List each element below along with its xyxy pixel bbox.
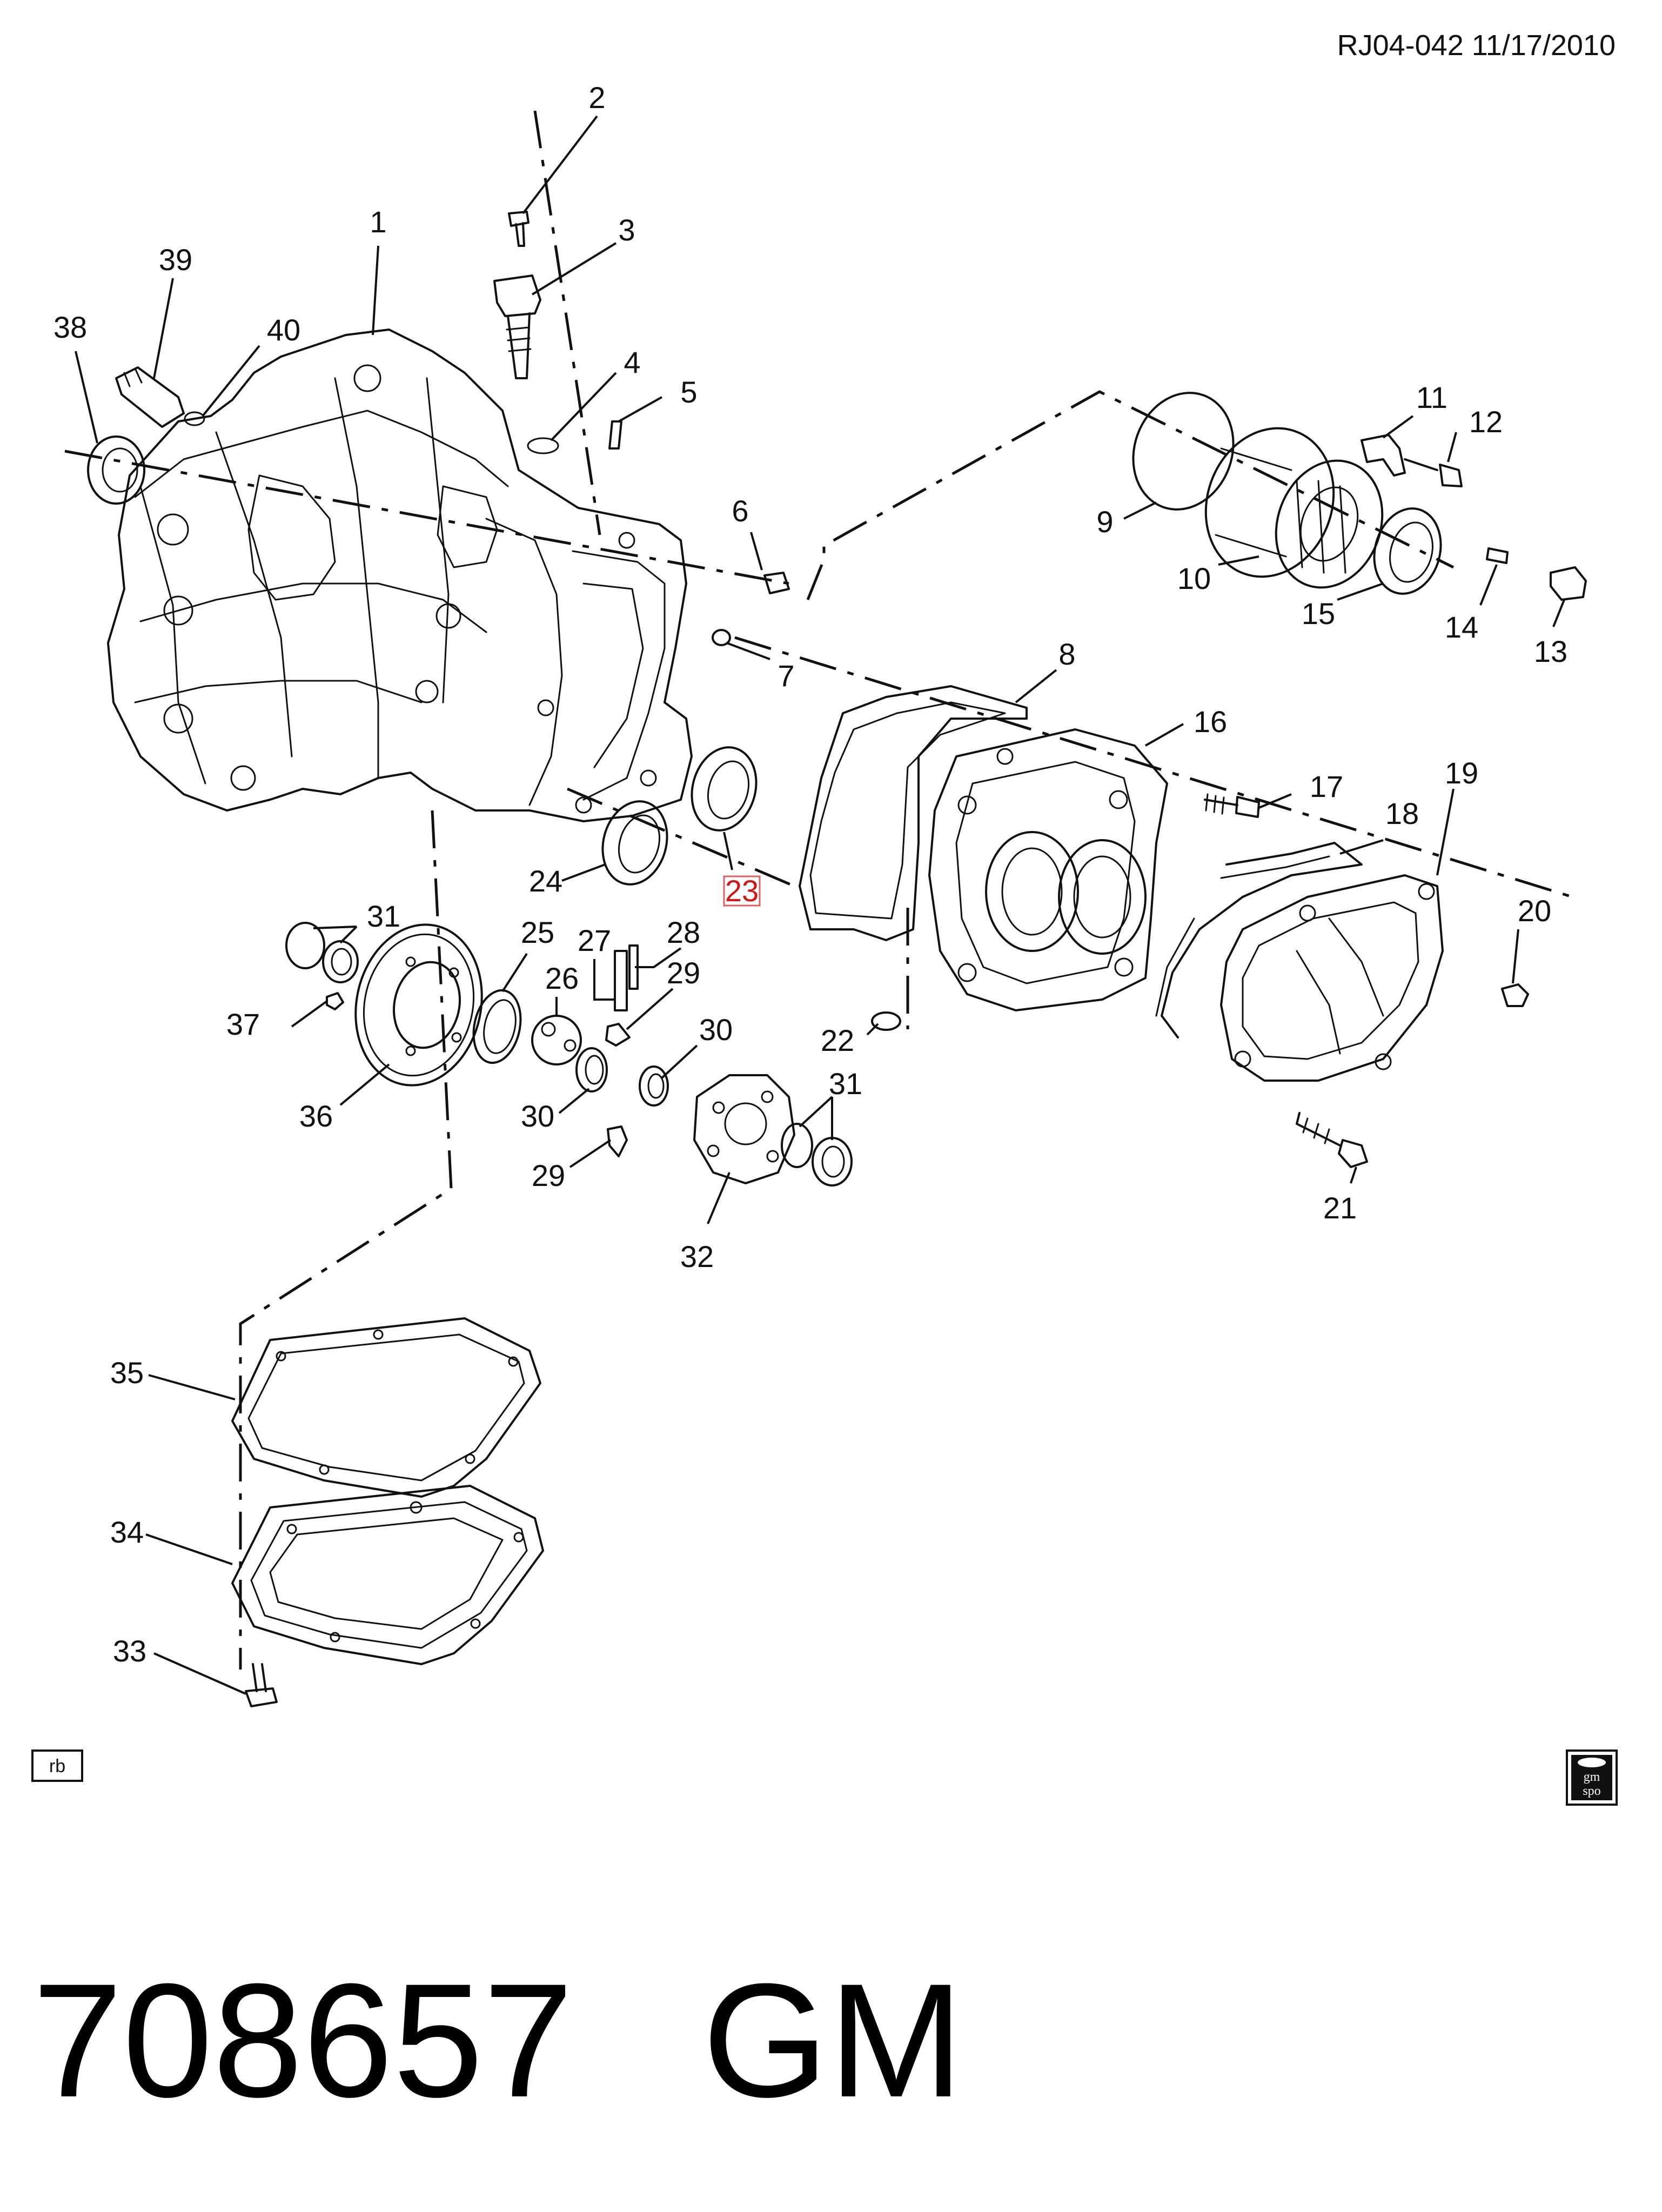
cover-19 xyxy=(1220,874,1444,1082)
seal-23 xyxy=(691,746,758,832)
housing-16 xyxy=(928,728,1168,1011)
callout-33: 33 xyxy=(113,1634,146,1668)
callout-1: 1 xyxy=(370,205,386,239)
logo-text-top: gm xyxy=(1584,1770,1600,1784)
callout-31-right: 31 xyxy=(829,1067,862,1101)
pinion-gear-30-left xyxy=(575,1047,608,1092)
callout-25: 25 xyxy=(521,915,554,949)
seal-24 xyxy=(601,800,668,886)
callout-23: 23 xyxy=(725,874,759,908)
plug-6 xyxy=(763,572,790,594)
side-gear-29-top xyxy=(605,1023,631,1047)
bearing-31-left xyxy=(285,922,359,983)
callout-13: 13 xyxy=(1534,634,1567,668)
callout-30-left: 30 xyxy=(521,1099,554,1133)
callout-23-highlight xyxy=(723,875,761,907)
callout-7: 7 xyxy=(778,659,794,693)
oring-4 xyxy=(527,437,559,454)
callout-6: 6 xyxy=(732,494,748,528)
callout-20: 20 xyxy=(1518,894,1551,928)
callout-26: 26 xyxy=(545,961,579,995)
plug-13 xyxy=(1550,566,1587,601)
callout-11: 11 xyxy=(1416,380,1447,414)
rb-tag-label: rb xyxy=(49,1756,65,1777)
bolt-33 xyxy=(245,1663,278,1707)
bolt-37 xyxy=(326,992,344,1010)
callout-2: 2 xyxy=(588,81,605,115)
gasket-8 xyxy=(799,685,1028,941)
pin-5 xyxy=(608,420,622,450)
bolt-20 xyxy=(1501,983,1529,1007)
bolt-21 xyxy=(1296,1112,1368,1168)
ring-gear-36 xyxy=(354,923,483,1087)
callout-35: 35 xyxy=(110,1356,144,1390)
snap-ring-9 xyxy=(1132,392,1235,511)
callout-4: 4 xyxy=(624,345,640,379)
brand-name: GM xyxy=(702,1949,963,2131)
bearing-housing-10 xyxy=(1204,427,1384,589)
callout-28: 28 xyxy=(667,915,700,949)
seal-38 xyxy=(87,435,145,505)
pinion-gear-30-right xyxy=(639,1065,669,1107)
callout-29-bottom: 29 xyxy=(532,1158,565,1192)
callout-labels: 1 2 3 4 5 6 7 8 9 10 11 12 13 14 15 16 1… xyxy=(53,81,1567,1668)
callout-10: 10 xyxy=(1177,561,1211,595)
callout-38: 38 xyxy=(53,310,87,344)
callout-14: 14 xyxy=(1445,610,1478,644)
callout-18: 18 xyxy=(1385,796,1419,830)
oring-40 xyxy=(184,411,205,426)
callout-34: 34 xyxy=(110,1515,144,1549)
callout-36: 36 xyxy=(299,1099,333,1133)
callout-8: 8 xyxy=(1058,637,1075,671)
oil-pan-34 xyxy=(231,1485,544,1665)
callout-15: 15 xyxy=(1302,596,1335,631)
callout-27: 27 xyxy=(578,923,611,957)
diff-case-32 xyxy=(693,1074,795,1184)
leader-lines xyxy=(75,115,1565,1695)
gasket-35 xyxy=(231,1317,541,1498)
callout-5: 5 xyxy=(680,375,697,409)
transaxle-case xyxy=(107,329,693,822)
callout-16: 16 xyxy=(1194,705,1227,739)
side-gear-29-bottom xyxy=(607,1125,628,1157)
callout-24: 24 xyxy=(529,864,562,898)
part-number: 708657 xyxy=(32,1949,573,2131)
callout-9: 9 xyxy=(1096,505,1113,539)
bolt-17 xyxy=(1204,793,1260,818)
callout-37: 37 xyxy=(226,1007,260,1041)
plug-7 xyxy=(712,629,731,646)
seal-15 xyxy=(1373,507,1442,595)
spider-26 xyxy=(531,1015,582,1065)
gasket-18 xyxy=(1155,842,1363,1038)
connector-39 xyxy=(115,366,185,428)
callout-22: 22 xyxy=(821,1023,854,1057)
callout-29-top: 29 xyxy=(667,956,700,990)
rb-tag: rb xyxy=(31,1750,83,1782)
bearing-31-right xyxy=(781,1123,853,1187)
diagram-reference: RJ04-042 11/17/2010 xyxy=(1337,29,1616,62)
callout-31-left: 31 xyxy=(367,899,400,933)
callout-32: 32 xyxy=(680,1239,714,1273)
pin-27 xyxy=(614,950,628,1011)
pin-28 xyxy=(628,944,639,990)
logo-text-bottom: spo xyxy=(1583,1784,1600,1798)
callout-21: 21 xyxy=(1323,1191,1357,1225)
callout-17: 17 xyxy=(1310,769,1343,803)
sensor-3 xyxy=(493,274,541,379)
callout-39: 39 xyxy=(159,243,192,277)
bracket-11 xyxy=(1361,434,1406,477)
bolt-2 xyxy=(508,211,530,247)
callout-30-right: 30 xyxy=(699,1013,733,1047)
cap-22 xyxy=(871,1011,901,1031)
callout-19: 19 xyxy=(1445,756,1478,790)
callout-3: 3 xyxy=(618,213,635,247)
callout-12: 12 xyxy=(1469,405,1503,439)
pin-14 xyxy=(1486,547,1509,564)
callout-40: 40 xyxy=(267,313,300,347)
gm-spo-logo: gm spo xyxy=(1566,1750,1618,1806)
bearing-25 xyxy=(472,989,522,1064)
bolt-12 xyxy=(1404,458,1463,487)
